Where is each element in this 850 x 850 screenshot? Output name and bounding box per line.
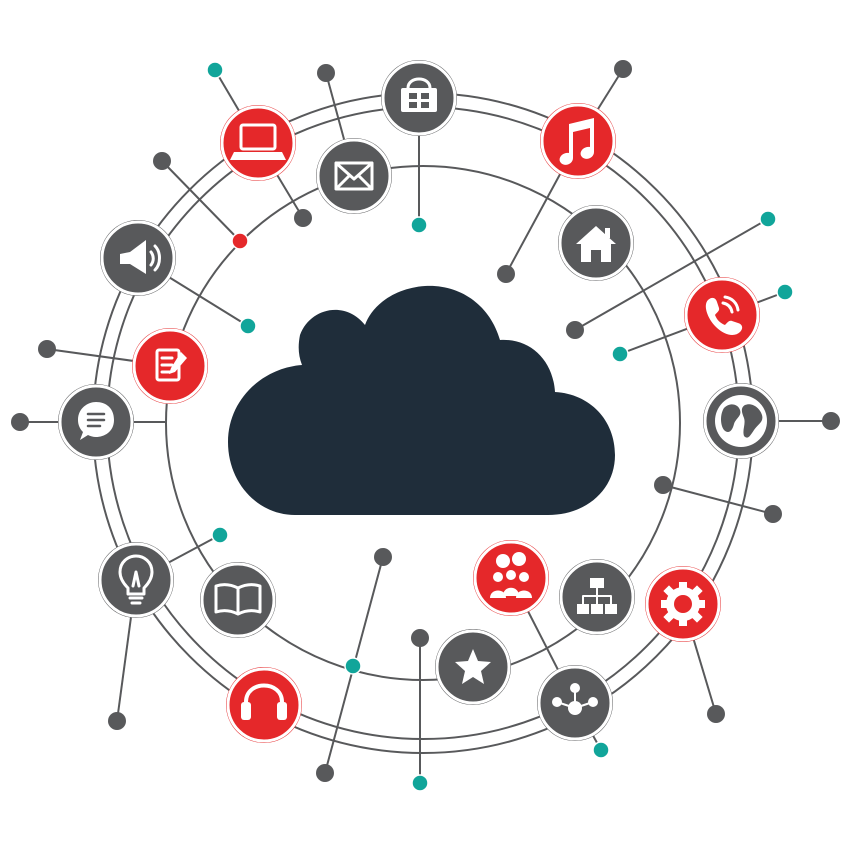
speaker-icon (100, 220, 176, 296)
notepad-icon (132, 328, 208, 404)
icon-nodes (58, 60, 779, 743)
headphones-icon (226, 667, 302, 743)
chat-bubble-icon (58, 384, 134, 460)
cloud-shape (228, 285, 615, 515)
group-chat-icon (473, 540, 549, 616)
star-icon (435, 629, 511, 705)
shopping-basket-icon (381, 60, 457, 136)
share-network-icon (537, 665, 613, 741)
sitemap-icon (559, 559, 635, 635)
music-note-icon (540, 103, 616, 179)
lightbulb-icon (98, 542, 174, 618)
inner-ring (165, 165, 681, 681)
laptop-icon (220, 105, 296, 181)
home-icon (558, 205, 634, 281)
globe-icon (703, 383, 779, 459)
open-book-icon (200, 562, 276, 638)
gear-icon (645, 566, 721, 642)
phone-icon (684, 277, 760, 353)
email-icon (316, 138, 392, 214)
endpoint-dots (11, 60, 840, 792)
